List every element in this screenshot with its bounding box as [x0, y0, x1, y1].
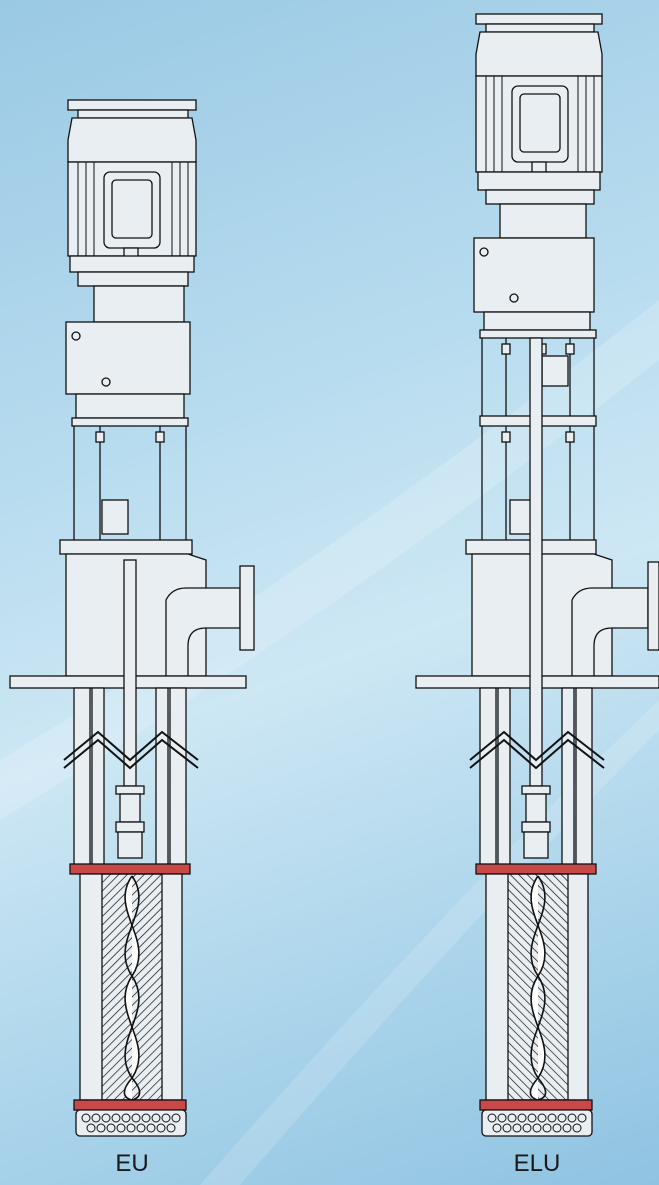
- joint-coupling: [525, 793, 547, 823]
- label-eu: EU: [115, 1150, 149, 1177]
- joint-coupling: [119, 793, 141, 823]
- rotor-helix: [123, 875, 140, 1101]
- label-elu: ELU: [513, 1150, 561, 1177]
- suction-screen: [481, 1109, 593, 1137]
- coupling-guard: [101, 499, 129, 535]
- outlet-elbow: [165, 587, 241, 677]
- motor-dome: [67, 117, 197, 163]
- rotor-helix: [529, 875, 546, 1101]
- outlet-flange: [647, 561, 659, 651]
- terminal-box-cover: [111, 179, 153, 239]
- outlet-flange: [239, 565, 255, 651]
- coupling-guard: [541, 355, 569, 387]
- suction-screen: [75, 1109, 187, 1137]
- bearing-housing: [473, 237, 595, 313]
- bearing-housing: [65, 321, 191, 395]
- drive-shaft: [529, 337, 543, 787]
- motor-dome: [475, 31, 603, 77]
- motor-cap-rim: [77, 109, 189, 119]
- motor-cap: [475, 13, 603, 25]
- pump-elu: [415, 13, 659, 1137]
- drive-shaft: [123, 559, 137, 787]
- break-mark: [63, 730, 199, 762]
- break-mark: [469, 730, 605, 762]
- pump-eu: [9, 99, 255, 1137]
- outlet-elbow: [571, 587, 649, 677]
- motor-cap: [67, 99, 197, 111]
